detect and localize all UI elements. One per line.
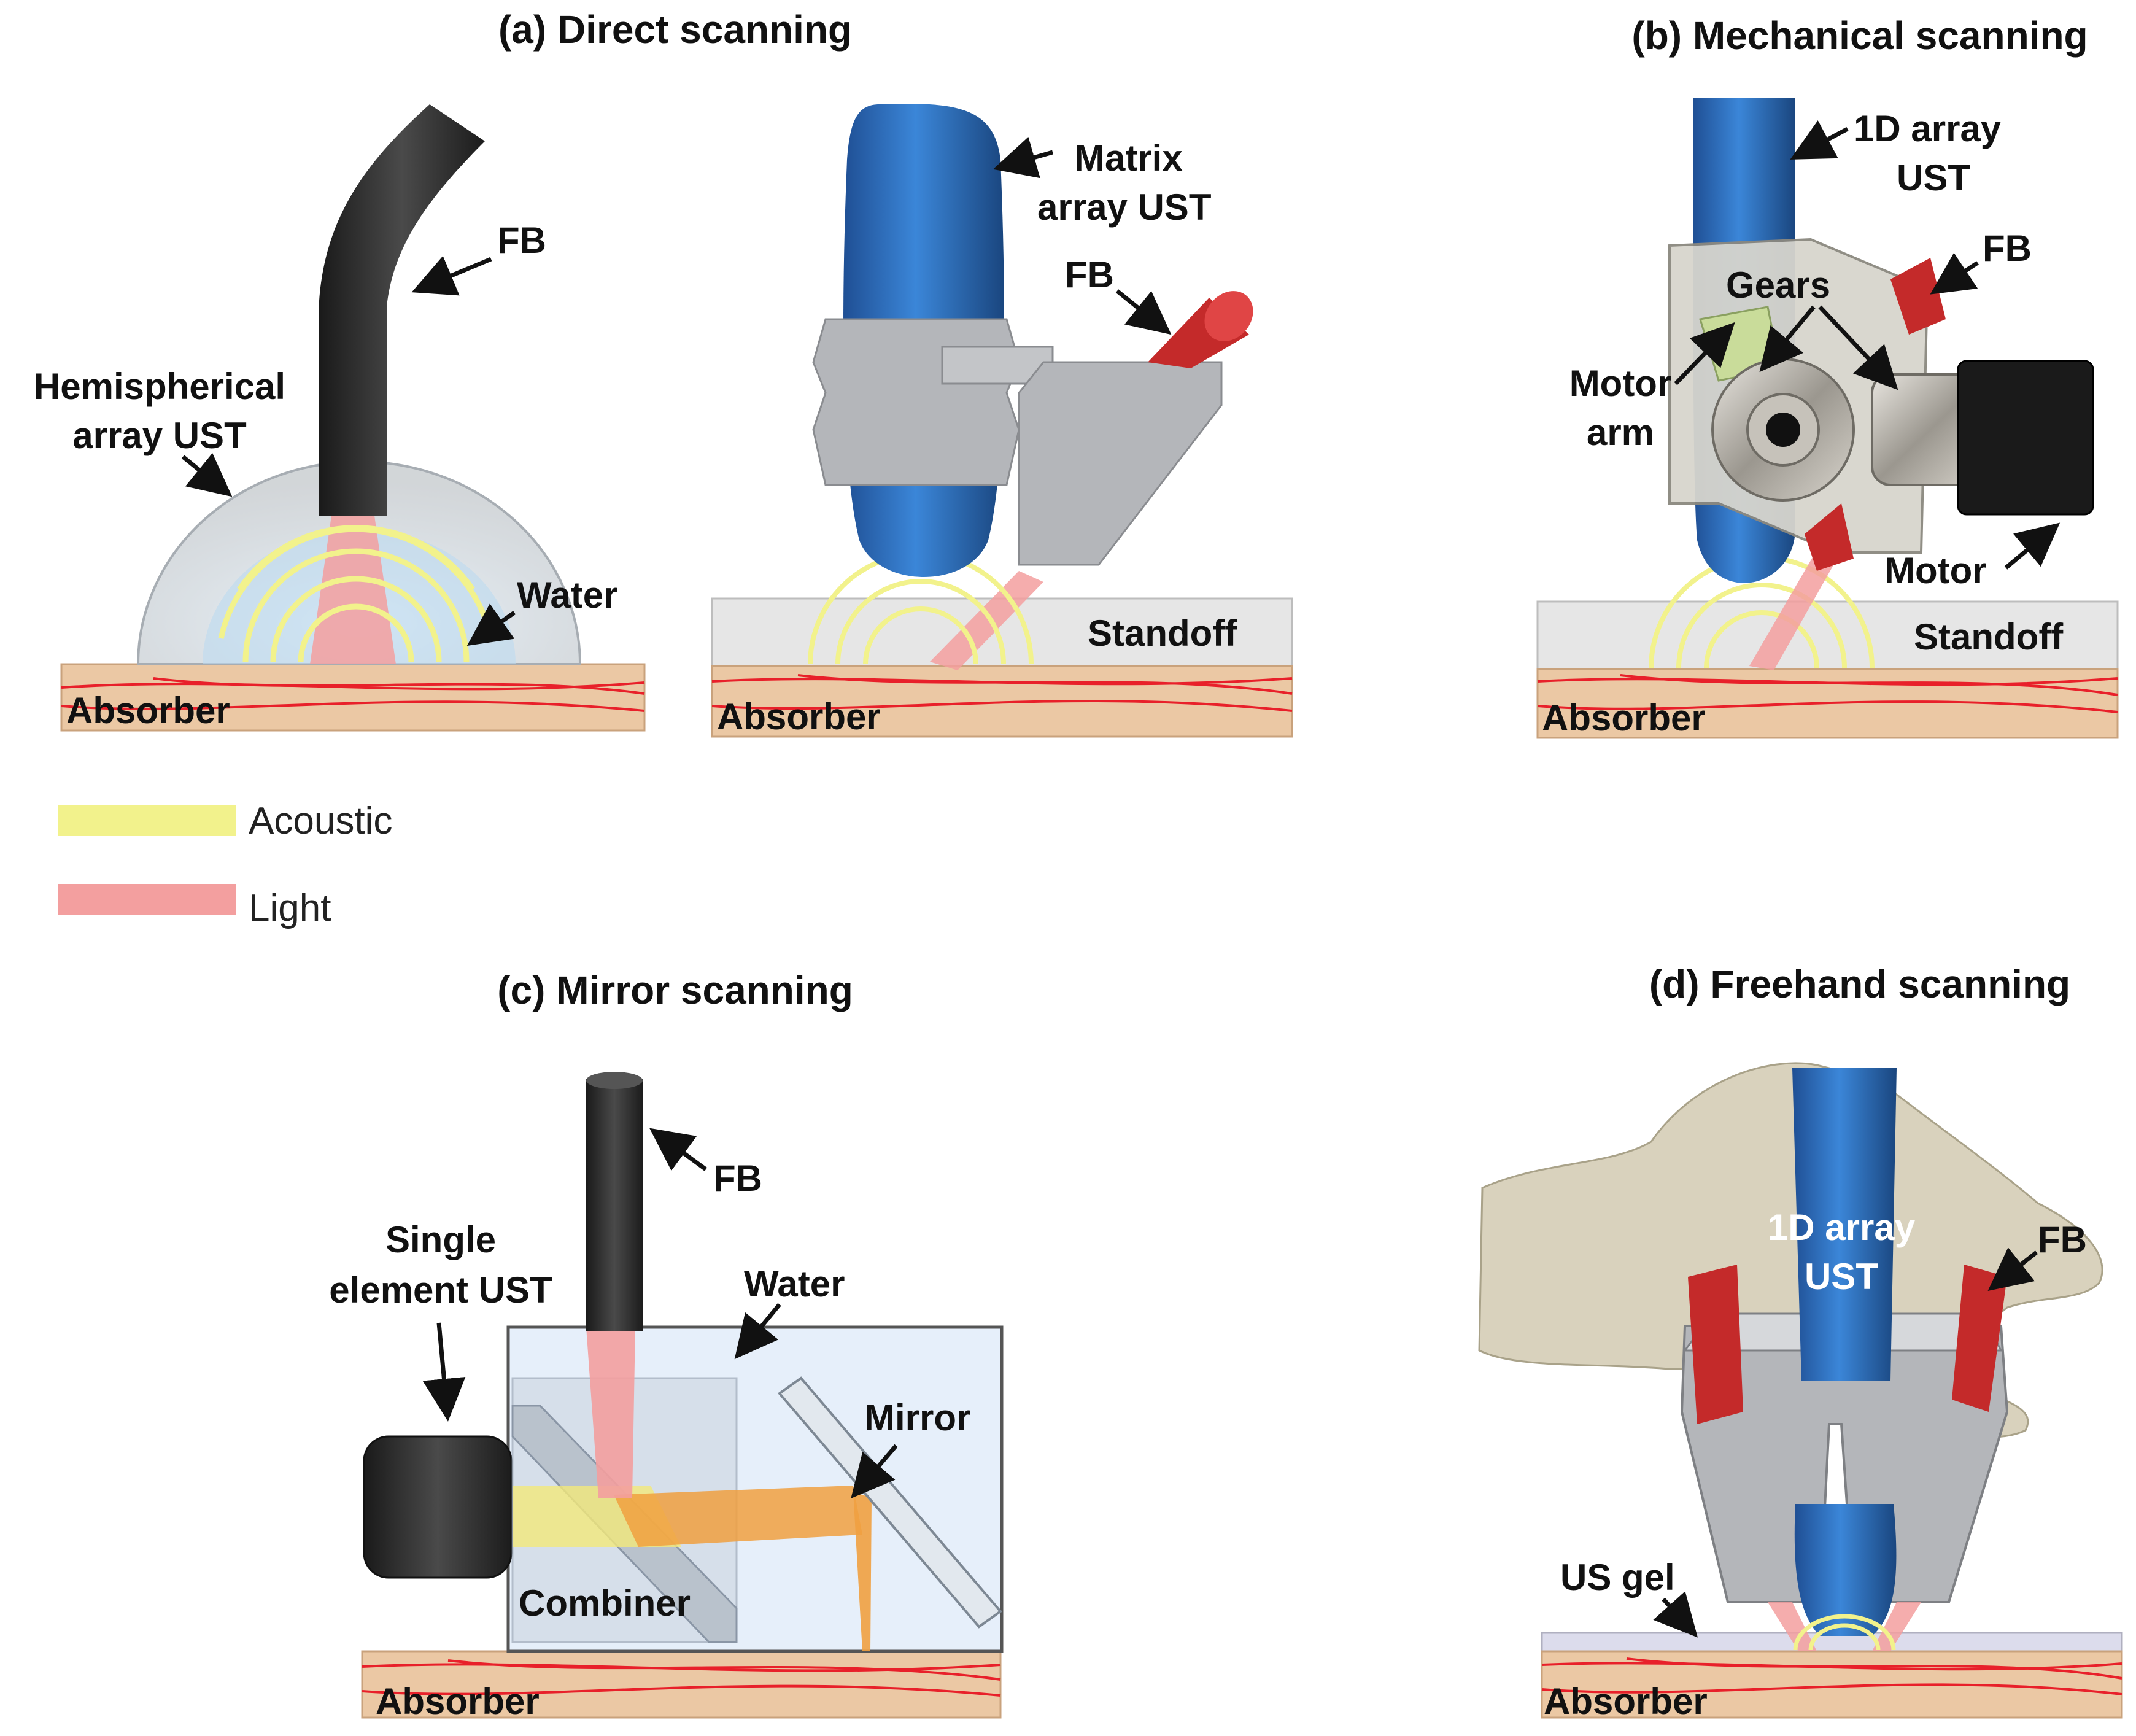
mirror-slab	[778, 1376, 1002, 1629]
matrix-arrow	[993, 136, 1053, 179]
gear-hole	[1766, 413, 1800, 447]
motor-arm-label-line2: arm	[1587, 412, 1654, 453]
gel-arrow	[1653, 1591, 1698, 1638]
array-label-line1: 1D array	[1854, 108, 2002, 149]
gears-arrow-2	[1818, 305, 1898, 390]
blood-vessels-c	[362, 1659, 1001, 1697]
standoff-layer-b	[1536, 600, 2119, 670]
fb-arrow	[411, 255, 492, 296]
fb-arrow-b	[1930, 252, 1979, 295]
fb-arrow-d	[1987, 1247, 2038, 1292]
panel-d: (d) Freehand scanning 1D array UST FB US…	[1478, 962, 2123, 1722]
panel-c-title: (c) Mirror scanning	[497, 968, 853, 1012]
light-beam-d-left	[1768, 1602, 1817, 1651]
fiber-red-tip	[1204, 291, 1253, 341]
water-arrow-c	[734, 1303, 781, 1360]
fiber-red-d-left	[1688, 1265, 1743, 1424]
matrix-array-setup: Matrix array UST FB Standoff Absorber	[711, 103, 1293, 738]
array-label-d-line1: 1D array	[1768, 1207, 1916, 1248]
fiber-red-d-right	[1952, 1265, 2007, 1412]
hemispherical-arrow	[181, 452, 233, 497]
standoff-label: Standoff	[1088, 613, 1237, 654]
gears-label: Gears	[1726, 265, 1830, 306]
motor-body	[1957, 360, 2094, 516]
fiber-bundle	[319, 104, 485, 516]
light-beam-d-right	[1872, 1602, 1921, 1651]
panel-a: (a) Direct scanning FB Hemispherica	[34, 7, 1293, 738]
absorber-label-2: Absorber	[717, 696, 881, 737]
absorber-label: Absorber	[66, 690, 230, 731]
combiner-label: Combiner	[519, 1583, 691, 1624]
motor-label: Motor	[1884, 550, 1987, 591]
legend-swatch-light	[58, 884, 236, 915]
acoustic-waves	[218, 525, 494, 662]
panel-b-title: (b) Mechanical scanning	[1631, 14, 2088, 58]
linear-array-probe-d-tip	[1794, 1504, 1897, 1636]
fiber-bundle-c	[586, 1079, 643, 1331]
matrix-label-line1: Matrix	[1074, 138, 1183, 179]
standoff-label-b: Standoff	[1914, 616, 2064, 657]
fb-arrow-2	[1115, 289, 1172, 335]
light-beam-c	[586, 1327, 635, 1498]
motor-arm-label-line1: Motor	[1569, 363, 1672, 404]
array-label-d-line2: UST	[1805, 1256, 1878, 1297]
absorber-label-c: Absorber	[376, 1681, 540, 1722]
absorber-label-b: Absorber	[1542, 697, 1706, 738]
holder-d	[1680, 1325, 2009, 1603]
mirror-arrow	[851, 1444, 898, 1498]
fb-label-c: FB	[713, 1158, 762, 1199]
gears-arrow-1	[1759, 305, 1816, 373]
mirror-label: Mirror	[864, 1397, 970, 1438]
fb-label-2: FB	[1065, 254, 1114, 295]
water-arrow	[466, 603, 516, 646]
fb-label: FB	[497, 220, 546, 261]
fiber-red-b2	[1805, 503, 1854, 571]
array-label-line2: UST	[1897, 157, 1970, 198]
fb-label-d: FB	[2038, 1219, 2087, 1260]
panel-c: (c) Mirror scanning FB Single element US…	[329, 968, 1004, 1722]
legend-label-acoustic: Acoustic	[249, 800, 392, 842]
water-label-c: Water	[744, 1263, 845, 1304]
panel-a-title: (a) Direct scanning	[498, 7, 852, 52]
blood-vessels-b	[1537, 674, 2118, 713]
gel-label: US gel	[1560, 1557, 1675, 1598]
motor-arm-arrow	[1674, 322, 1735, 386]
fb-arrow-c	[649, 1128, 708, 1171]
hemispherical-label-line2: array UST	[72, 415, 246, 456]
blood-vessels	[61, 677, 645, 712]
absorber-label-d: Absorber	[1544, 1681, 1708, 1722]
absorber-tissue	[60, 663, 646, 732]
linear-array-probe-d	[1792, 1068, 1897, 1381]
fiber-bundle-c-top	[586, 1072, 643, 1089]
water-label: Water	[517, 575, 617, 616]
holder-arm	[1018, 361, 1223, 566]
array-arrow	[1790, 120, 1849, 160]
single-element-arrow	[422, 1322, 466, 1422]
fb-label-b: FB	[1983, 228, 2032, 269]
hemispherical-label-line1: Hemispherical	[34, 366, 285, 407]
blood-vessels-d	[1541, 1657, 2122, 1695]
panel-d-title: (d) Freehand scanning	[1649, 962, 2070, 1006]
probe-holder	[812, 318, 1020, 486]
single-element-label-line2: element UST	[329, 1269, 552, 1311]
transducer-housing	[363, 1435, 513, 1579]
blood-vessels-2	[711, 674, 1293, 712]
matrix-label-line2: array UST	[1037, 187, 1211, 228]
acoustic-waves-d	[1793, 1614, 1896, 1651]
legend: Acoustic Light	[58, 800, 392, 929]
reflected-beam	[853, 1492, 872, 1651]
hemispherical-setup: FB Hemispherical array UST Water Absorbe…	[34, 104, 646, 732]
motor-arrow	[2004, 522, 2061, 570]
panel-b: (b) Mechanical scanning 1D array UST FB …	[1536, 14, 2119, 739]
light-beam-2	[930, 571, 1043, 670]
legend-swatch-acoustic	[58, 805, 236, 836]
legend-label-light: Light	[249, 887, 331, 929]
combined-beam	[614, 1486, 862, 1547]
single-element-label-line1: Single	[385, 1219, 496, 1260]
